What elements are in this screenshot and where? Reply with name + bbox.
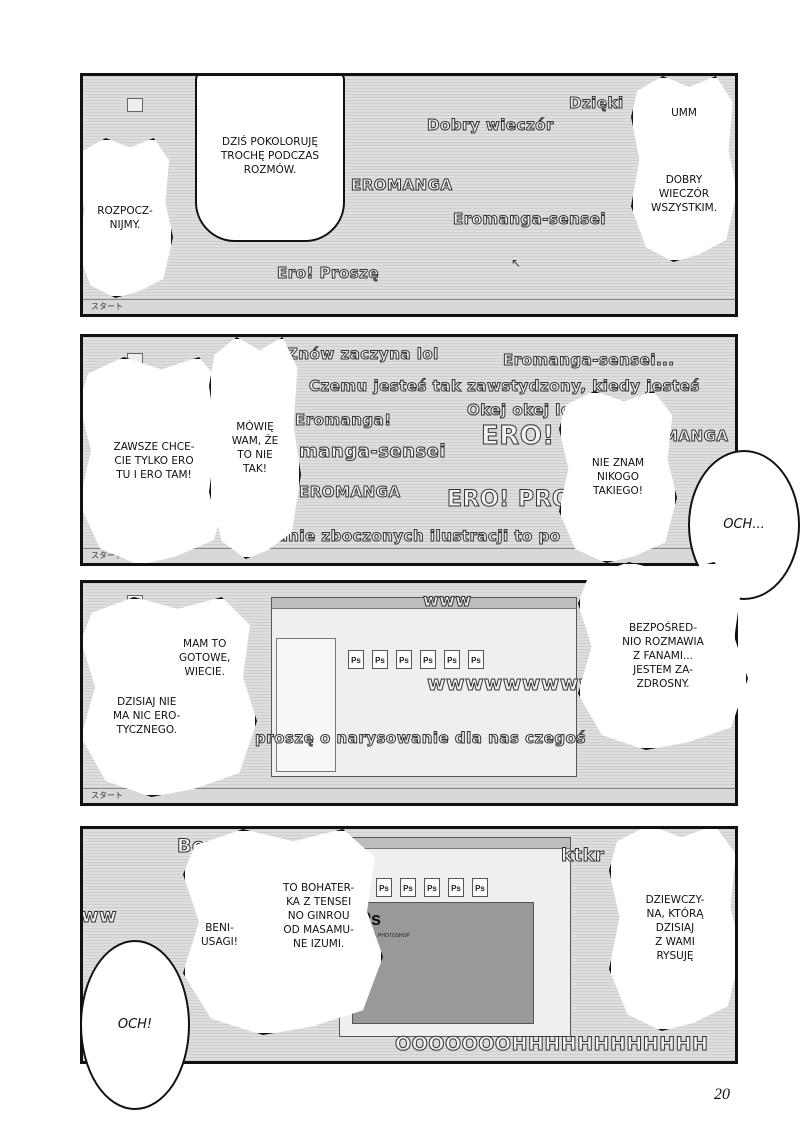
bubble-text: MÓWIĘ WAM, ŻE TO NIE TAK! — [231, 421, 279, 475]
taskbar: スタート — [83, 299, 735, 314]
app-window: Ps Ps Ps Ps Ps Ps — [271, 597, 577, 777]
psd-file-icon: Ps — [400, 878, 416, 897]
bubble-text: ROZPOCZ- NIJMY. — [97, 205, 153, 231]
start-button: スタート — [91, 302, 123, 311]
chat-message: ktkr — [560, 845, 605, 867]
chat-message: Znów zaczyna lol — [287, 345, 439, 364]
psd-file-icon: Ps — [468, 650, 484, 669]
chat-message: Eromanga-sensei... — [503, 351, 675, 370]
chat-message: EROMANGA — [299, 483, 401, 502]
start-button: スタート — [91, 791, 123, 800]
speech-bubble: BEZPOŚRED- NIO ROZMAWIA Z FANAMI... JEST… — [578, 562, 748, 750]
chat-message: Czemu jesteś tak zawstydzony, kiedy jest… — [309, 377, 700, 396]
chat-message: ERO! — [481, 421, 555, 452]
speech-bubble: MÓWIĘ WAM, ŻE TO NIE TAK! — [209, 337, 301, 559]
chat-message: sowanie zboczonych ilustracji to po — [243, 527, 561, 546]
speech-bubble: NIE ZNAM NIKOGO TAKIEGO! — [559, 391, 677, 563]
panel-2: Znów zaczyna lol Eromanga-sensei... Czem… — [80, 334, 738, 566]
chat-message: Eromanga! — [295, 411, 392, 430]
psd-file-icon: Ps — [396, 650, 412, 669]
speech-bubble: UMM DOBRY WIECZÓR WSZYSTKIM. — [631, 76, 735, 262]
start-button: スタート — [91, 551, 123, 560]
bubble-text: OCH! — [117, 1017, 153, 1032]
chat-message: EROMANGA — [351, 176, 453, 195]
app-window: Ps Ps Ps Ps Ps Ps Ps ADOBE PHOTOSHOP — [339, 837, 571, 1037]
speech-bubble: ROZPOCZ- NIJMY. — [83, 138, 173, 298]
psd-file-icon: Ps — [372, 650, 388, 669]
window-titlebar — [272, 598, 576, 609]
speech-bubble: TO BOHATER- KA Z TENSEI NO GINROU OD MAS… — [183, 829, 383, 1035]
chat-message: MANGA — [663, 427, 729, 446]
psd-file-icon: Ps — [448, 878, 464, 897]
chat-message: Ero! Proszę — [276, 264, 380, 283]
bubble-text: BENI- USAGI! — [201, 922, 238, 948]
chat-message: proszę o narysowanie dla nas czegoś — [255, 729, 586, 748]
speech-bubble: ZAWSZE CHCE- CIE TYLKO ERO TU I ERO TAM! — [83, 357, 229, 563]
cursor-icon: ↖ — [511, 256, 522, 270]
psd-file-icon: Ps — [472, 878, 488, 897]
page-number: 20 — [714, 1086, 730, 1103]
psd-file-icon: Ps — [444, 650, 460, 669]
chat-message: Dobry wieczór — [427, 116, 554, 135]
window-titlebar — [340, 838, 570, 849]
desktop-icon — [127, 98, 143, 112]
bubble-text: NIE ZNAM NIKOGO TAKIEGO! — [591, 457, 645, 497]
panel-4: Ps Ps Ps Ps Ps Ps Ps ADOBE PHOTOSHOP Ben… — [80, 826, 738, 1064]
speech-bubble: DZIŚ POKOLORUJĘ TROCHĘ PODCZAS ROZMÓW. — [195, 76, 345, 242]
bubble-text: TO BOHATER- KA Z TENSEI NO GINROU OD MAS… — [283, 882, 355, 950]
chat-message: ww — [81, 905, 118, 928]
bubble-text: ZAWSZE CHCE- CIE TYLKO ERO TU I ERO TAM! — [113, 441, 195, 481]
panel-1: Dzięki Dobry wieczór EROMANGA Eromanga-s… — [80, 73, 738, 317]
taskbar: スタート — [83, 788, 735, 803]
photoshop-splash: Ps ADOBE PHOTOSHOP — [352, 902, 534, 1024]
chat-message: OOOOOOOHHHHHHHHHHHH — [394, 1033, 709, 1056]
app-name: ADOBE PHOTOSHOP — [359, 933, 410, 939]
bubble-text: MAM TO GOTOWE, WIECIE. — [179, 638, 231, 678]
psd-file-icon: Ps — [420, 650, 436, 669]
bubble-text: OCH... — [723, 517, 765, 532]
bubble-text: UMM — [671, 107, 697, 119]
bubble-text: DZIEWCZY- NA, KTÓRĄ DZISIAJ Z WAMI RYSUJ… — [645, 894, 705, 962]
chat-message: manga-sensei — [298, 441, 447, 463]
speech-bubble: OCH! — [80, 940, 190, 1110]
chat-message: www — [423, 591, 472, 612]
chat-message: ERO! PRO — [446, 487, 572, 513]
bubble-text: BEZPOŚRED- NIO ROZMAWIA Z FANAMI... JEST… — [622, 622, 704, 690]
speech-bubble: DZIEWCZY- NA, KTÓRĄ DZISIAJ Z WAMI RYSUJ… — [609, 829, 735, 1031]
psd-file-icon: Ps — [348, 650, 364, 669]
bubble-text: DZISIAJ NIE MA NIC ERO- TYCZNEGO. — [113, 696, 181, 736]
panel-3: Ps Ps Ps Ps Ps Ps www wwwwwwwwww u prosz… — [80, 580, 738, 806]
psd-file-icon: Ps — [376, 878, 392, 897]
chat-message: Eromanga-sensei — [453, 210, 607, 229]
speech-bubble: MAM TO GOTOWE, WIECIE. DZISIAJ NIE MA NI… — [83, 597, 257, 797]
chat-message: Dzięki — [569, 94, 624, 113]
bubble-text: DOBRY WIECZÓR WSZYSTKIM. — [650, 174, 718, 214]
chat-message: Okej okej lol — [466, 401, 578, 420]
bubble-text: DZIŚ POKOLORUJĘ TROCHĘ PODCZAS ROZMÓW. — [220, 136, 320, 176]
psd-file-icon: Ps — [424, 878, 440, 897]
